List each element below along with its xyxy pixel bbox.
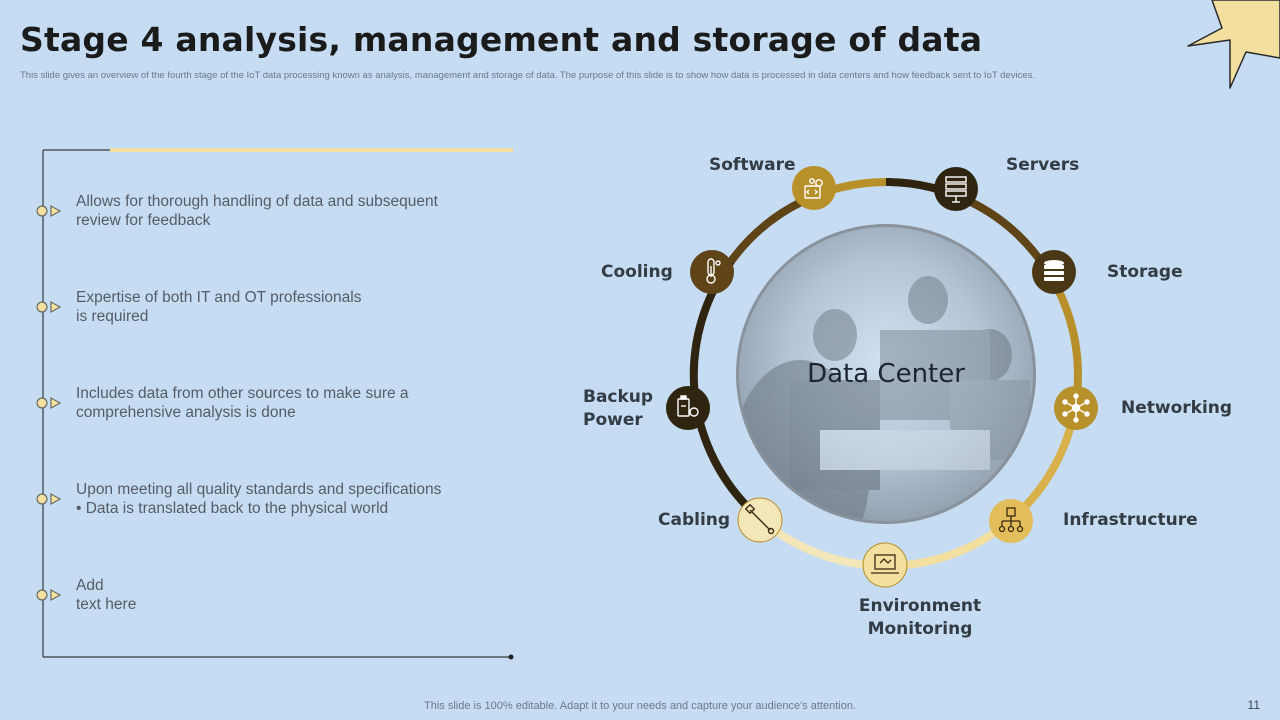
environment-monitoring-label: Environment Monitoring [859,595,981,641]
backup-power-node [666,386,710,430]
monitor-screen-icon [871,554,899,574]
network-hub-icon [1062,393,1090,423]
storage-label: Storage [1107,262,1183,282]
cabling-label: Cabling [658,510,731,530]
bullet-text: is required [76,308,149,325]
bullet-text: comprehensive analysis is done [76,404,296,421]
page-number: 11 [1247,698,1260,712]
bullet-marker [36,589,62,601]
storage-node [1032,250,1076,294]
bullet-text: Allows for thorough handling of data and… [76,193,438,210]
bullet-item-4: Upon meeting all quality standards and s… [76,480,441,518]
networking-label: Networking [1121,398,1233,418]
bullet-text: review for feedback [76,212,211,229]
infrastructure-node [989,499,1033,543]
battery-icon [677,395,699,417]
bullet-text: Expertise of both IT and OT professional… [76,289,362,306]
bullet-panel [0,0,560,720]
bullet-panel-frame [36,148,514,660]
thermometer-icon [706,258,721,284]
bullet-item-1: Allows for thorough handling of data and… [76,192,438,230]
backup-label-line: Backup [583,387,654,407]
bullet-marker [36,397,62,409]
bullet-sub-text: • Data is translated back to the physica… [76,500,389,517]
server-rack-icon [945,176,967,203]
bullet-marker [36,493,62,505]
cabling-node [737,497,783,543]
cooling-node [690,250,734,294]
power-label-line: Power [583,410,643,430]
center-label: Data Center [807,359,965,389]
cooling-label: Cooling [601,262,673,282]
bullet-marker [36,205,62,217]
networking-node [1054,386,1098,430]
servers-label: Servers [1006,155,1080,175]
database-icon [1044,260,1064,281]
servers-node [934,167,978,211]
bullet-item-2: Expertise of both IT and OT professional… [76,288,361,326]
bullet-item-5: Add text here [76,576,136,614]
bullet-marker [36,301,62,313]
corner-star-decoration [1187,0,1280,89]
environment-label-line: Environment [858,596,982,616]
bullet-item-3: Includes data from other sources to make… [76,384,409,422]
infrastructure-label: Infrastructure [1063,510,1198,530]
environment-monitoring-node [862,542,908,588]
software-node [792,166,836,210]
bullet-text: text here [76,596,137,613]
software-code-icon [804,178,823,199]
hierarchy-icon [998,507,1024,533]
slide-title: Stage 4 analysis, management and storage… [20,20,983,59]
cable-plug-icon [744,503,775,535]
bullet-text: Includes data from other sources to make… [76,385,409,402]
monitoring-label-line: Monitoring [867,619,973,639]
slide-footer: This slide is 100% editable. Adapt it to… [424,700,856,712]
bullet-text: Add [76,577,104,594]
backup-power-label: Backup Power [583,386,653,432]
team-photo [736,224,1036,524]
software-label: Software [709,155,796,175]
slide-subtitle: This slide gives an overview of the four… [20,70,1035,81]
bullet-text: Upon meeting all quality standards and s… [76,481,442,498]
